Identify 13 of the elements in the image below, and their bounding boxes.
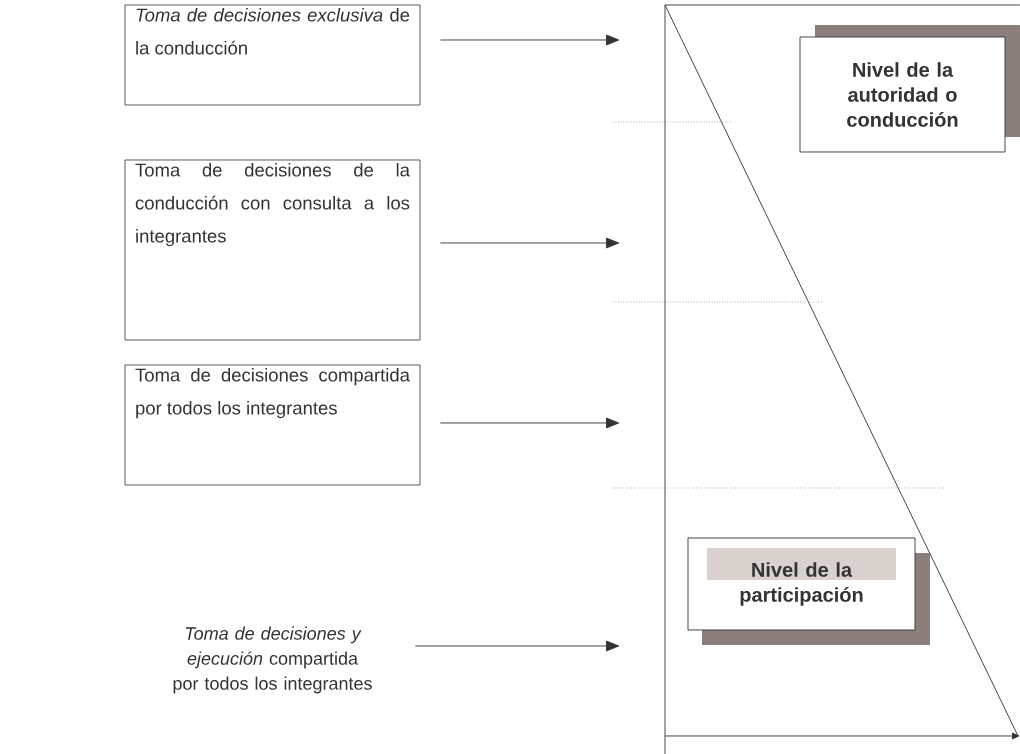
text-box bbox=[124, 4, 421, 106]
box-text: Toma de decisiones compartida por todos los integrantes bbox=[135, 368, 410, 419]
arrow bbox=[439, 237, 620, 249]
level-box: Nivel de la autoridad o conducción bbox=[799, 25, 1020, 153]
arrow bbox=[439, 417, 620, 429]
level-box: Nivel de la participación bbox=[687, 537, 930, 645]
box-text: Toma de decisiones de la conducción con consulta a los integrantes bbox=[135, 163, 410, 247]
text-box bbox=[124, 159, 421, 341]
text-box bbox=[124, 364, 421, 486]
arrow bbox=[414, 640, 620, 652]
arrow bbox=[439, 34, 620, 46]
text-label: Toma de decisiones y ejecución compartida por todos los integrantes bbox=[173, 626, 372, 694]
box-text: Toma de decisiones exclusiva de la conducción bbox=[136, 8, 410, 55]
